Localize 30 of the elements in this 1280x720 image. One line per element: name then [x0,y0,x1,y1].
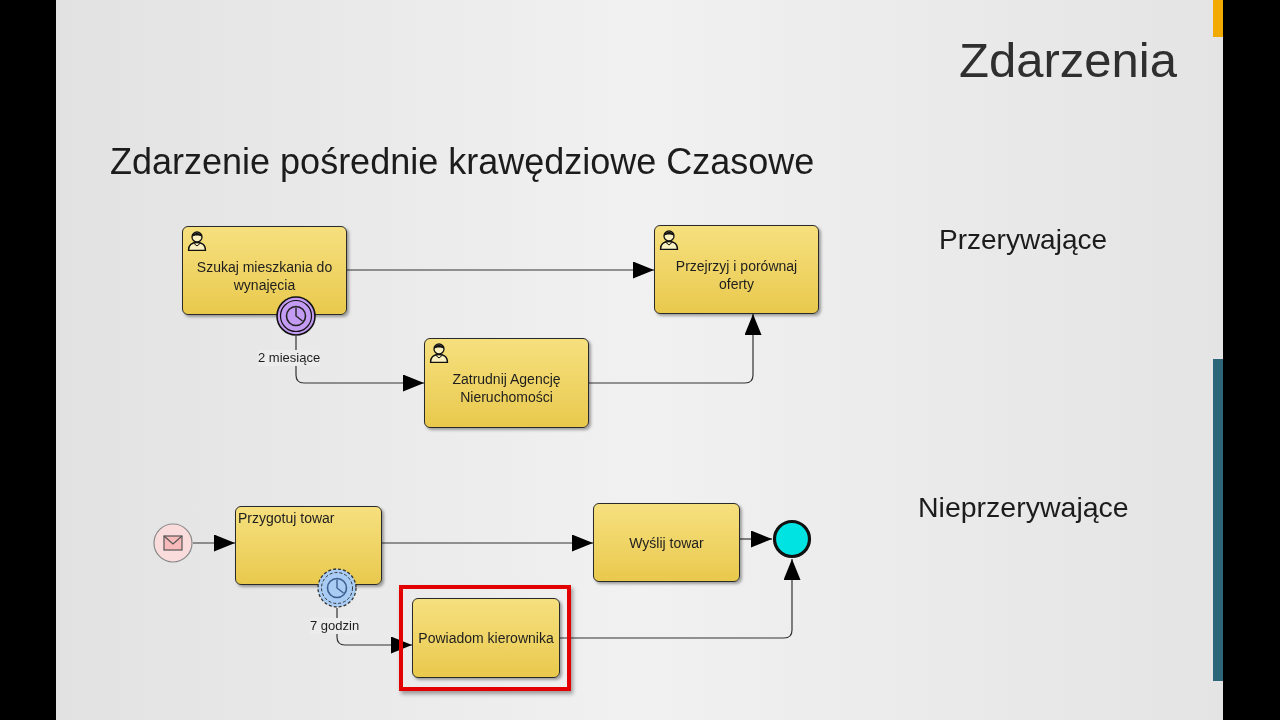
arrow [192,534,236,552]
task-box [593,503,740,582]
arrow [295,335,425,392]
end-event [772,519,812,559]
event-label: 7 godzin [310,618,360,634]
arrow [739,530,773,548]
task-box [182,226,347,315]
arrow [588,313,762,384]
task-label: Wyślij towar [629,533,704,552]
arrow [381,534,594,552]
event-label: 2 miesiące [258,350,321,366]
slide-title: Zdarzenia [959,36,1177,85]
task-box [654,225,819,314]
task-box [412,598,560,678]
highlight-frame [399,585,571,691]
section-label: Przerywające [939,226,1108,254]
dashed-timer-event [317,568,357,608]
task-box [235,506,382,585]
slide-subtitle: Zdarzenie pośrednie krawędziowe Czasowe [110,144,815,180]
task-label: Szukaj mieszkania do wynajęcia [195,257,334,294]
arrow [346,261,655,279]
task-label: Powiadom kierownika [418,629,554,647]
task-label: Zatrudnij Agencję Nieruchomości [451,370,562,406]
section-label: Nieprzerywające [918,493,1129,522]
message-start-event [153,523,193,563]
task-label: Przygotuj towar [238,509,335,527]
task-box [424,338,589,428]
timer-event [276,296,316,336]
task-label: Przejrzyj i porównaj oferty [674,256,799,293]
arrow [559,558,801,639]
